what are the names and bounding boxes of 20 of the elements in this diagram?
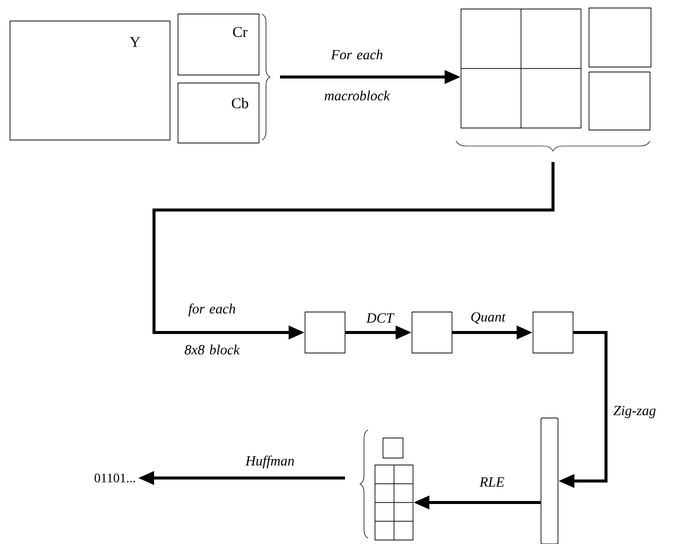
edge-label: Zig-zag — [613, 406, 656, 418]
edge-label: for each 8x8 block — [184, 304, 240, 354]
chroma-block — [588, 8, 652, 68]
luma-block: Y — [10, 20, 170, 140]
edge-label: Quant — [471, 312, 506, 324]
block-square — [304, 312, 346, 354]
chroma-block — [588, 72, 650, 130]
chroma-block: Cr — [178, 14, 260, 76]
chroma-block: Cb — [178, 82, 260, 144]
edge-label: For each macroblock — [324, 50, 390, 100]
coefficient-bar — [540, 418, 558, 544]
edge-label: RLE — [479, 477, 504, 487]
block-square — [532, 312, 574, 354]
edge-label: Huffman — [245, 456, 294, 468]
run-level-grid — [374, 464, 414, 540]
macroblock-grid — [460, 8, 582, 128]
dc-square — [382, 438, 404, 458]
edge-label: DCT — [366, 313, 394, 323]
block-square — [412, 312, 452, 354]
bitstream-text: 01101... — [94, 474, 136, 482]
